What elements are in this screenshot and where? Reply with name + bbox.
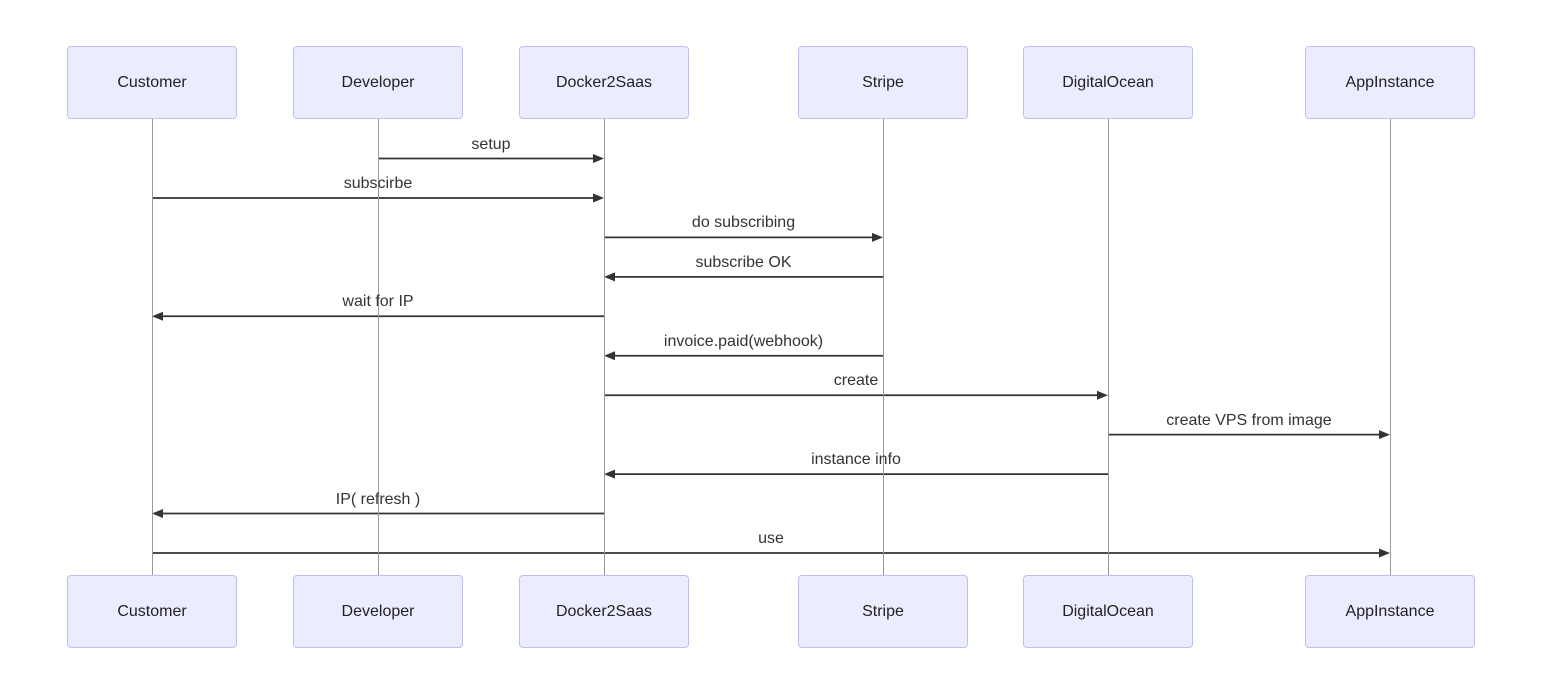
actor-label: DigitalOcean: [1062, 602, 1154, 620]
message-label: setup: [471, 135, 511, 153]
lifeline-docker2saas: [604, 119, 605, 575]
message-label: invoice.paid(webhook): [663, 332, 824, 350]
lifeline-stripe: [883, 119, 884, 575]
message-arrowhead-icon: [152, 311, 163, 321]
actor-label: DigitalOcean: [1062, 73, 1154, 91]
message-label: use: [758, 530, 784, 547]
actor-customer-top-box: Customer: [67, 46, 237, 119]
message-label: wait for IP: [342, 293, 414, 311]
lifeline-digitalocean: [1108, 119, 1109, 575]
actor-developer-bottom-box: Developer: [293, 575, 463, 648]
message-label: instance info: [811, 451, 901, 469]
actor-label: Developer: [341, 602, 415, 620]
actor-label: Stripe: [862, 73, 904, 91]
actor-label: Stripe: [862, 602, 904, 620]
message-arrowhead-icon: [1379, 430, 1390, 440]
message-arrowhead-icon: [593, 154, 604, 163]
actor-developer-top-box: Developer: [293, 46, 463, 119]
actor-customer-bottom-box: Customer: [67, 575, 237, 648]
actor-label: AppInstance: [1345, 73, 1435, 91]
actor-label: Customer: [117, 73, 187, 91]
message-arrowhead-icon: [604, 351, 615, 361]
message-arrowhead-icon: [872, 232, 883, 242]
message-arrowhead-icon: [593, 193, 604, 203]
lifeline-developer: [378, 119, 379, 575]
actor-stripe-top-box: Stripe: [798, 46, 968, 119]
actor-appinstance-bottom-box: AppInstance: [1305, 575, 1475, 648]
message-arrowhead-icon: [1379, 548, 1390, 558]
message-label: IP( refresh ): [335, 490, 421, 508]
actor-appinstance-top-box: AppInstance: [1305, 46, 1475, 119]
lifeline-customer: [152, 119, 153, 575]
message-arrowhead-icon: [604, 272, 615, 282]
message-label: create VPS from image: [1166, 411, 1332, 429]
actor-digitalocean-top-box: DigitalOcean: [1023, 46, 1193, 119]
actor-stripe-bottom-box: Stripe: [798, 575, 968, 648]
message-arrowhead-icon: [604, 469, 615, 479]
message-label: subscirbe: [343, 174, 413, 192]
actor-label: Customer: [117, 602, 187, 620]
message-arrowhead-icon: [152, 509, 163, 519]
actor-label: Docker2Saas: [555, 602, 653, 620]
message-label: do subscribing: [691, 214, 796, 232]
actor-docker2saas-top-box: Docker2Saas: [519, 46, 689, 119]
actor-docker2saas-bottom-box: Docker2Saas: [519, 575, 689, 648]
lifeline-appinstance: [1390, 119, 1391, 575]
message-label: create: [833, 372, 879, 390]
actor-digitalocean-bottom-box: DigitalOcean: [1023, 575, 1193, 648]
actor-label: Docker2Saas: [555, 73, 653, 91]
message-arrowhead-icon: [1097, 390, 1108, 400]
actor-label: AppInstance: [1345, 602, 1435, 620]
message-label: subscribe OK: [695, 253, 792, 271]
actor-label: Developer: [341, 73, 415, 91]
